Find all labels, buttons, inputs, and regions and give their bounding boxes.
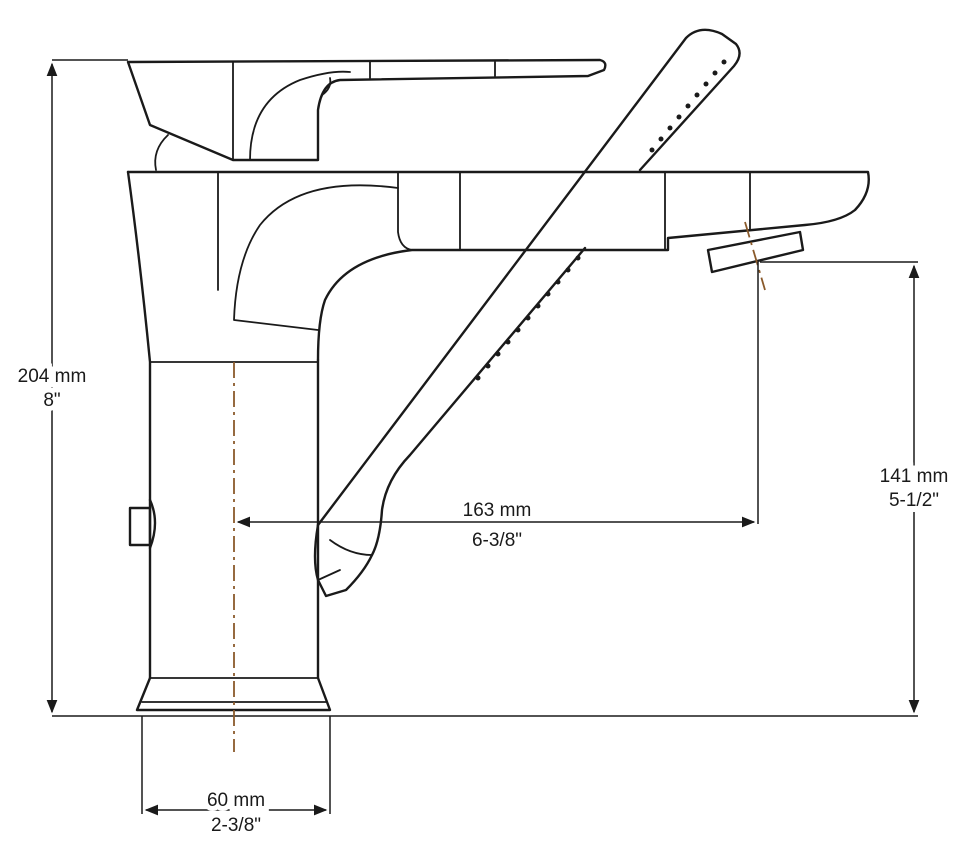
spout-height-dimension: 141 mm 5-1/2" [760,261,954,714]
aerator [706,230,805,274]
handshower-nozzles [475,59,727,381]
diverter-knob [128,498,157,550]
overall-height-imperial: 8" [43,390,60,411]
overall-height-dimension: 204 mm 8" [13,59,128,714]
spout-reach-metric: 163 mm [463,500,532,521]
faucet-body [126,170,320,680]
spout [126,170,870,362]
spout-reach-dimension: 163 mm 6-3/8" [236,262,759,556]
overall-height-metric: 204 mm [18,366,87,387]
spout-reach-imperial: 6-3/8" [472,530,522,551]
spout-height-metric: 141 mm [880,466,949,487]
base-diameter-imperial: 2-3/8" [211,815,261,836]
base-diameter-metric: 60 mm [207,790,265,811]
lever-handle [126,58,607,171]
base-diameter-dimension: 60 mm 2-3/8" [141,716,331,836]
handshower [313,28,741,598]
spout-height-imperial: 5-1/2" [889,490,939,511]
spout-centerline [744,221,766,291]
faucet-outline [126,28,870,712]
